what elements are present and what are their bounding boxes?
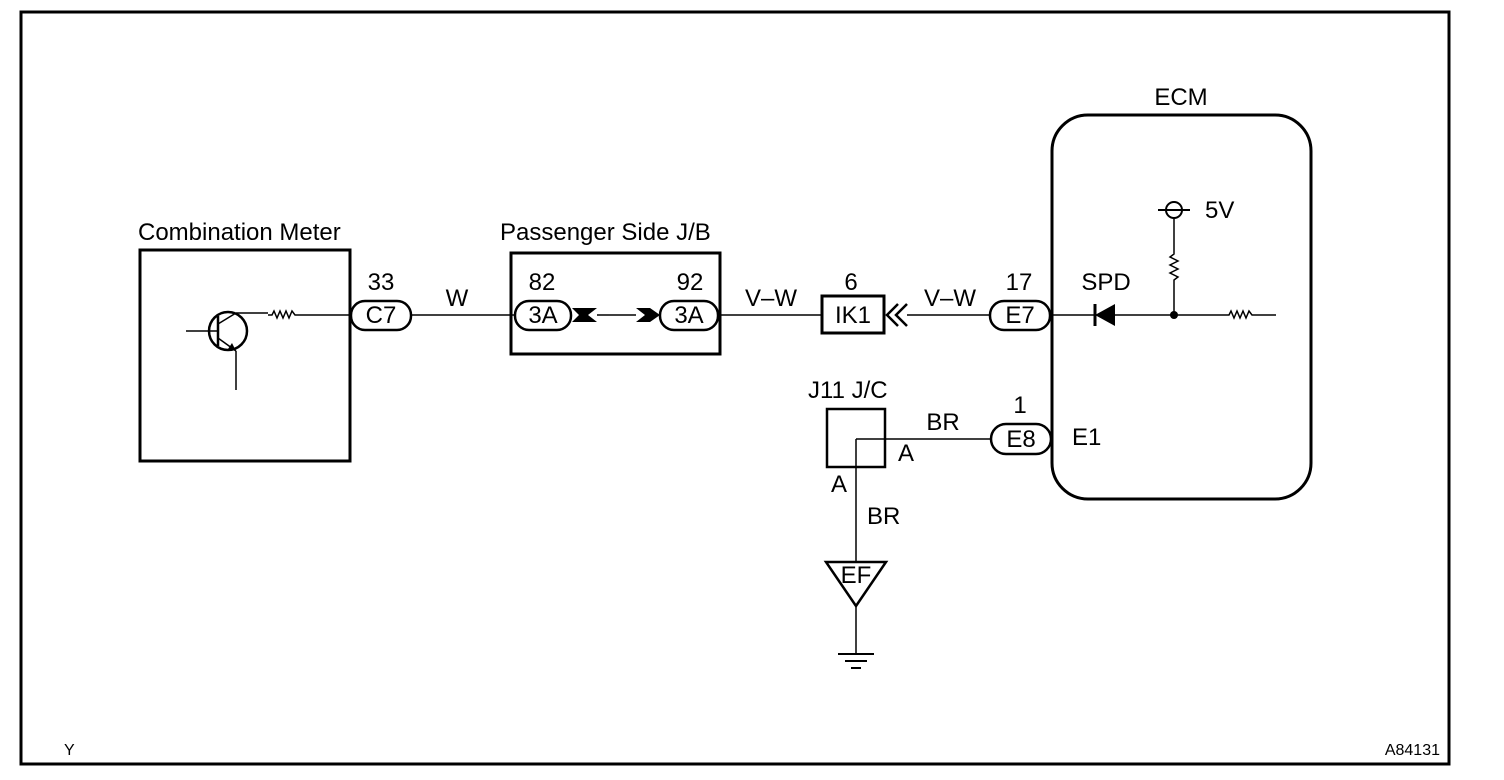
passenger-jb-title: Passenger Side J/B <box>500 219 711 246</box>
supply-voltage-label: 5V <box>1205 197 1234 224</box>
ecm-title: ECM <box>1154 84 1207 111</box>
ef-ground-point <box>823 560 889 609</box>
figure-id: A84131 <box>1385 742 1440 759</box>
resistor-icon <box>268 309 300 320</box>
footer-left-code: Y <box>64 742 75 759</box>
ik1-pin-number: 6 <box>844 269 857 296</box>
combination-meter-box <box>138 248 352 463</box>
connector-ik1 <box>820 294 886 335</box>
transistor-icon <box>186 310 268 390</box>
wire-vw-label-left: V–W <box>745 285 797 312</box>
spd-terminal-label: SPD <box>1081 269 1130 296</box>
ik1-female-terminal-icon <box>885 303 908 327</box>
ground-icon <box>838 653 874 669</box>
connector-jb-out-label: 3A <box>674 302 703 329</box>
supply-terminal-icon <box>1158 201 1190 219</box>
e1-terminal-label: E1 <box>1072 424 1101 451</box>
wire-w-label: W <box>446 285 469 312</box>
connector-jb-in-label: 3A <box>528 302 557 329</box>
c7-pin-number: 33 <box>368 269 395 296</box>
wire-br-label-top: BR <box>926 409 959 436</box>
connector-ik1-label: IK1 <box>835 302 871 329</box>
pullup-resistor-icon <box>1168 250 1180 284</box>
jb-in-pin-number: 82 <box>529 269 556 296</box>
connector-jb-in <box>513 299 573 332</box>
ecm-box <box>1050 113 1313 501</box>
diode-icon <box>1093 304 1115 326</box>
e7-pin-number: 17 <box>1006 269 1033 296</box>
jb-out-pin-number: 92 <box>677 269 704 296</box>
jc-terminal-a-down: A <box>831 471 847 498</box>
combination-meter-title: Combination Meter <box>138 219 341 246</box>
connector-e7-label: E7 <box>1005 302 1034 329</box>
e8-pin-number: 1 <box>1013 392 1026 419</box>
j11-jc-title: J11 J/C <box>808 377 888 404</box>
wire-br-label-bottom: BR <box>867 503 900 530</box>
ef-ground-label: EF <box>841 562 872 589</box>
jb-female-terminal-icon <box>572 308 597 322</box>
diagram-frame <box>19 10 1451 766</box>
jc-terminal-a-right: A <box>898 440 914 467</box>
connector-c7-label: C7 <box>366 302 397 329</box>
wire-vw-label-right: V–W <box>924 285 976 312</box>
jb-male-terminal-icon <box>636 308 660 322</box>
connector-e8-label: E8 <box>1006 426 1035 453</box>
ecm-resistor-icon <box>1226 309 1276 320</box>
passenger-jb-box <box>509 251 722 356</box>
